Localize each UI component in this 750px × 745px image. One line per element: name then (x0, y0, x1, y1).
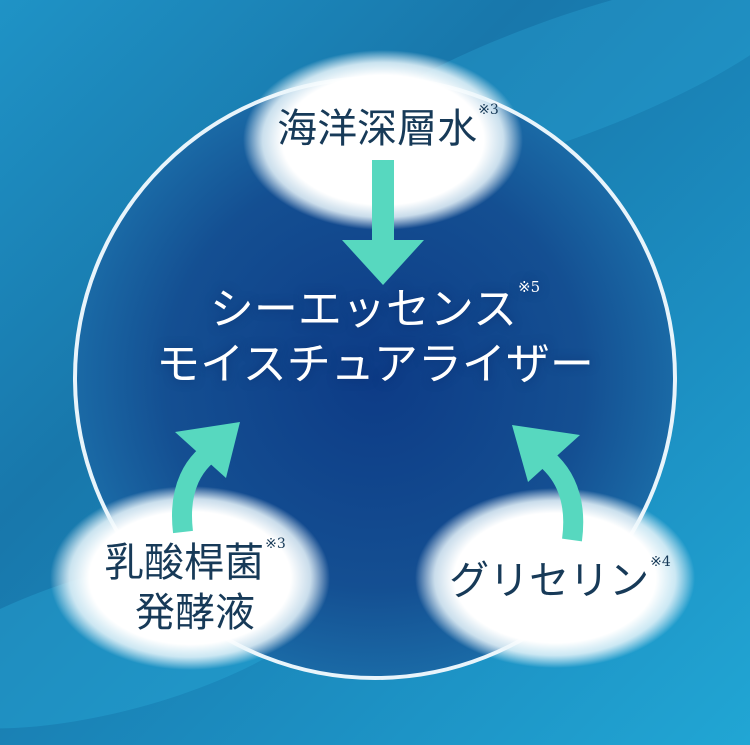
center-title-line1: シーエッセンス※5 (0, 278, 750, 337)
center-footnote: ※5 (518, 278, 541, 296)
center-title-line2: モイスチュアライザー (156, 339, 594, 390)
top-node-label: 海洋深層水※3 (253, 102, 523, 154)
bottom-left-line1: 乳酸桿菌 (104, 540, 265, 586)
center-line1-text: シーエッセンス (209, 284, 517, 335)
bottom-left-cloud (50, 486, 330, 670)
bottom-left-footnote: ※3 (265, 536, 286, 552)
top-node-footnote: ※3 (478, 102, 499, 118)
top-node-text: 海洋深層水 (277, 106, 478, 152)
top-cloud (243, 50, 523, 230)
bottom-left-node-label: 乳酸桿菌※3 発酵液 (60, 536, 330, 638)
arrow-bottom-left-up (172, 422, 240, 534)
arrow-bottom-right-up (512, 425, 584, 542)
arrow-top-down (342, 160, 424, 285)
bottom-right-cloud (415, 488, 695, 668)
bottom-right-node-label: グリセリン※4 (425, 554, 695, 606)
bottom-right-footnote: ※4 (650, 554, 671, 570)
bottom-right-node-text: グリセリン (449, 558, 650, 604)
bottom-left-line2: 発酵液 (135, 590, 255, 636)
center-title: シーエッセンス※5 モイスチュアライザー (0, 278, 750, 392)
